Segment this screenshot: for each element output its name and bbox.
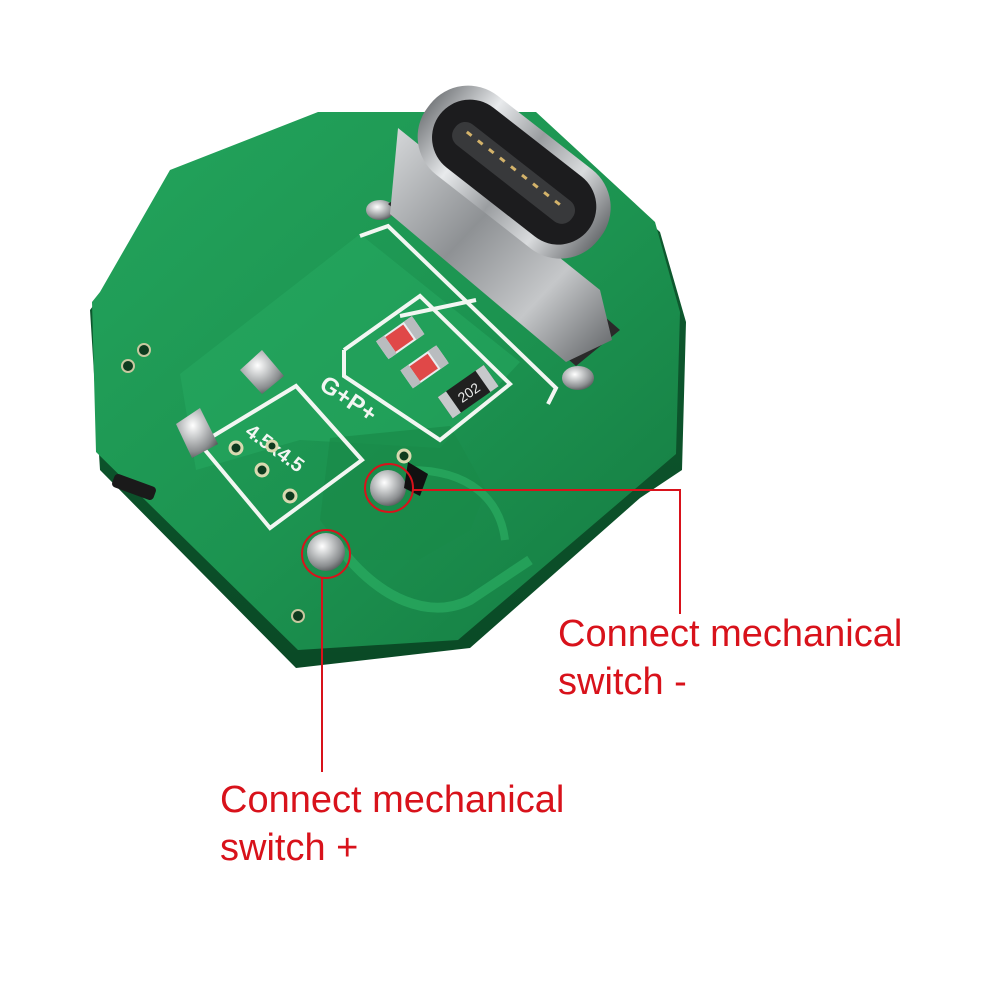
switch-solder-joint-minus (370, 462, 428, 506)
callout-switch-minus: Connect mechanical switch - (558, 610, 902, 706)
solder-pads-flat (176, 350, 284, 458)
usb-c-connector (366, 85, 620, 390)
callout-circle-plus (301, 529, 351, 579)
wire-stub (112, 474, 156, 500)
callout-minus-line2: switch - (558, 661, 687, 703)
callout-circle-minus (364, 463, 414, 513)
mounting-holes (121, 343, 305, 623)
callout-plus-line2: switch + (220, 827, 359, 869)
callout-minus-line1: Connect mechanical (558, 613, 903, 655)
callout-switch-plus: Connect mechanical switch + (220, 776, 564, 872)
switch-solder-joint-plus (307, 533, 345, 571)
led-components (375, 316, 449, 389)
vias (228, 439, 412, 504)
silkscreen-connector-outline (342, 223, 559, 443)
leader-line-minus (413, 489, 681, 614)
silkscreen-footprint-box (196, 383, 365, 531)
callout-plus-line1: Connect mechanical (220, 779, 565, 821)
